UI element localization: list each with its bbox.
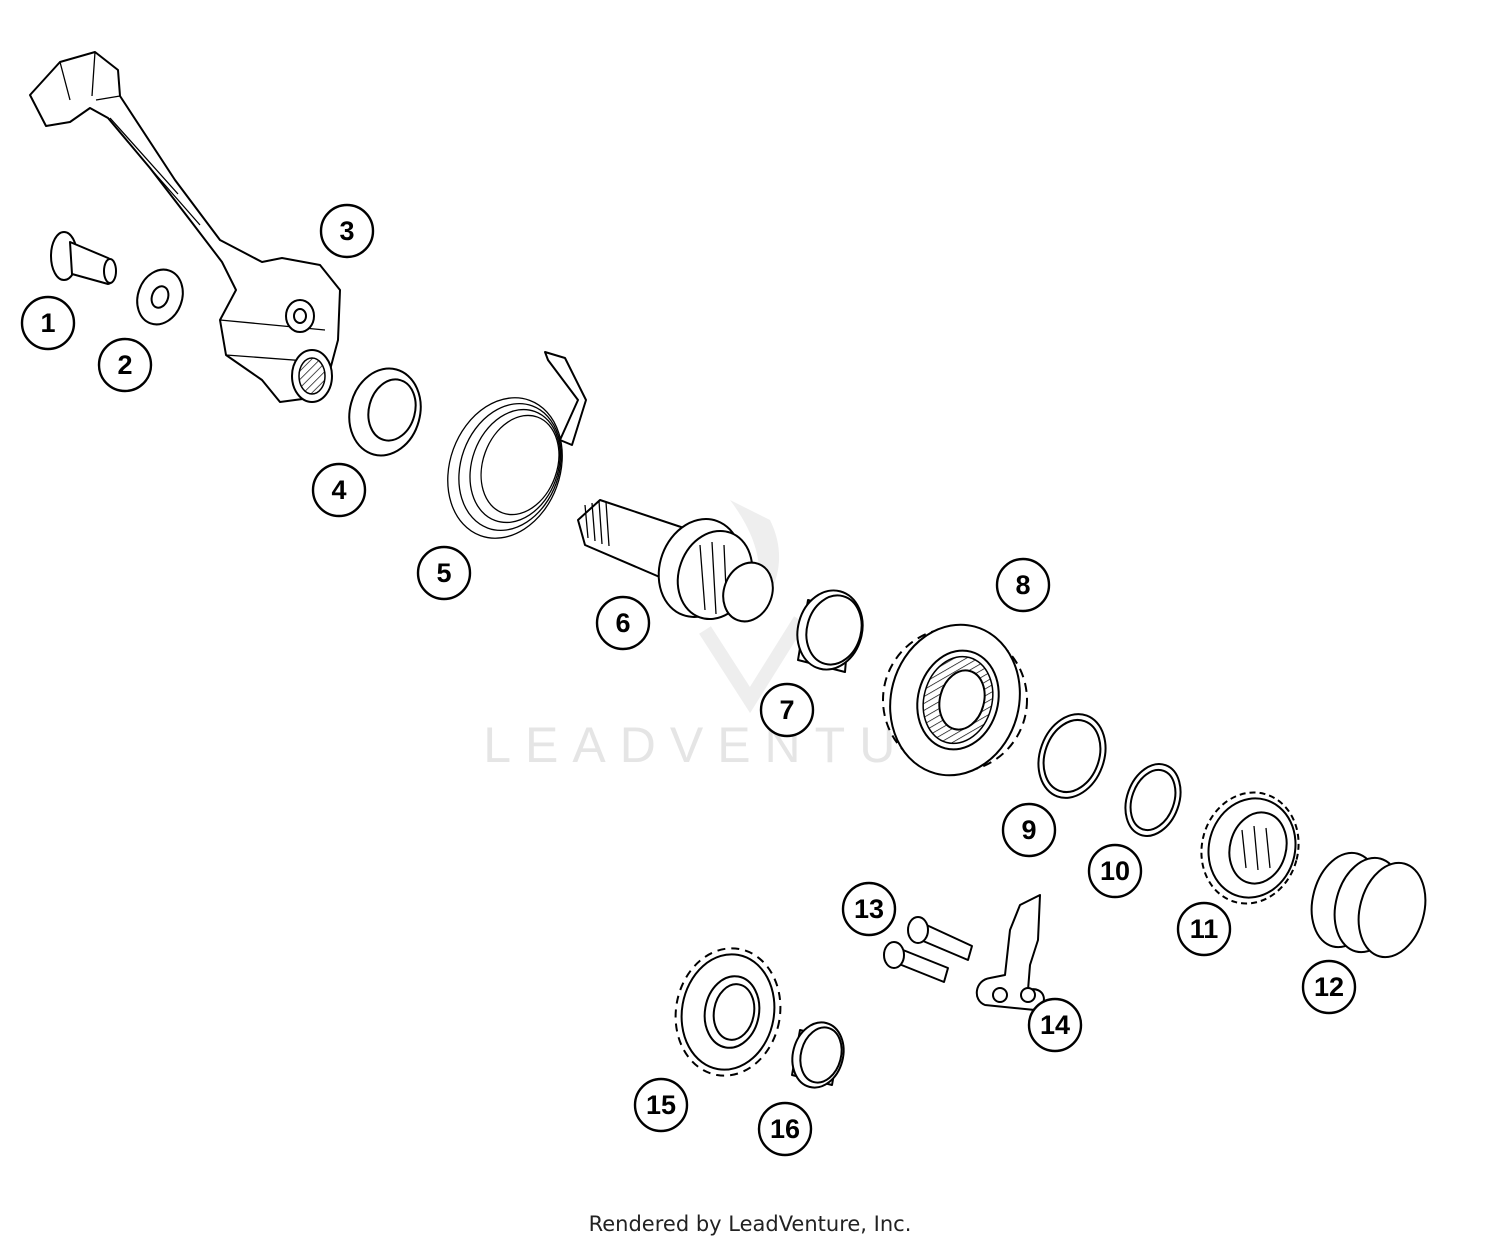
part-12-spring [1310,851,1427,959]
callout-8[interactable]: 8 [995,557,1051,613]
callout-4[interactable]: 4 [311,462,367,518]
part-13-bolts [883,916,973,983]
part-6-kick-shaft [577,499,774,623]
part-4-seal [348,367,422,457]
callout-3-label: 3 [339,216,354,246]
part-1-pin [50,231,117,285]
part-10-circlip [1124,763,1182,837]
callout-16[interactable]: 16 [757,1101,813,1157]
callout-11-label: 11 [1190,914,1219,944]
callout-13[interactable]: 13 [841,881,897,937]
callout-6-label: 6 [615,608,630,638]
callout-10-label: 10 [1100,856,1130,886]
callout-1[interactable]: 1 [20,295,76,351]
part-8-kick-gear [882,623,1028,777]
part-16-bushing [791,1021,845,1089]
callout-9-label: 9 [1021,815,1036,845]
callout-1-label: 1 [40,308,55,338]
callout-4-label: 4 [331,475,346,505]
callout-9[interactable]: 9 [1001,802,1057,858]
callout-11[interactable]: 11 [1176,901,1232,957]
part-7-bushing [796,589,864,673]
part-5-spring [447,351,587,539]
callout-3[interactable]: 3 [319,203,375,259]
callout-15[interactable]: 15 [633,1077,689,1133]
part-9-ring [1037,713,1107,799]
footer-credit: Rendered by LeadVenture, Inc. [588,1212,912,1236]
callout-13-label: 13 [854,894,884,924]
callout-10[interactable]: 10 [1087,843,1143,899]
part-3-kick-lever [29,51,341,403]
callout-6[interactable]: 6 [595,595,651,651]
callout-12[interactable]: 12 [1301,959,1357,1015]
part-11-ratchet [1200,791,1300,905]
callout-2-label: 2 [117,350,132,380]
callout-15-label: 15 [646,1090,676,1120]
callout-14-label: 14 [1040,1010,1070,1040]
callout-5-label: 5 [436,558,451,588]
callout-16-label: 16 [770,1114,800,1144]
part-2-washer [136,268,184,326]
callout-8-label: 8 [1015,570,1030,600]
callout-5[interactable]: 5 [416,545,472,601]
callout-7[interactable]: 7 [759,682,815,738]
part-14-ratchet-guide [975,894,1045,1011]
callout-14[interactable]: 14 [1027,997,1083,1053]
part-15-idler-gear [674,947,782,1077]
callout-2[interactable]: 2 [97,337,153,393]
callout-12-label: 12 [1314,972,1344,1002]
callout-7-label: 7 [779,695,794,725]
